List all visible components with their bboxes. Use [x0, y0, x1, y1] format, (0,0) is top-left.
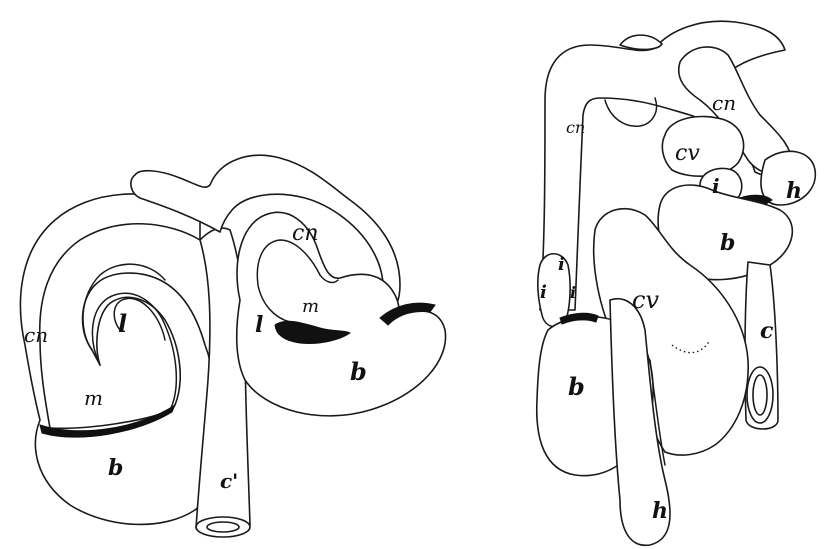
right-label-cv-1: cv: [675, 141, 700, 166]
right-top-bump: [620, 35, 662, 49]
right-label-c: c: [760, 318, 774, 344]
left-label-l-2: l: [255, 312, 263, 338]
left-tube-c-lumen: [207, 522, 239, 532]
left-label-m-2: m: [302, 296, 319, 317]
right-label-b-1: b: [720, 230, 735, 256]
right-label-cn-2: cn: [712, 91, 736, 115]
right-label-i-2: i: [558, 254, 565, 275]
right-label-cn-1: cn: [566, 118, 585, 137]
left-right-coil: [237, 212, 446, 416]
right-label-i-4: i: [570, 283, 576, 302]
left-label-b-2: b: [350, 357, 367, 386]
left-label-cn-2: cn: [292, 221, 319, 246]
right-label-h-1: h: [786, 178, 802, 204]
left-label-cn-1: cn: [24, 323, 48, 347]
right-label-cv-2: cv: [632, 286, 659, 314]
right-label-h-2: h: [652, 498, 668, 524]
left-label-l-1: l: [118, 309, 127, 338]
right-tube-c-lumen: [753, 375, 767, 415]
left-label-b-1: b: [108, 455, 123, 481]
left-label-m-1: m: [84, 386, 103, 410]
right-label-i-3: i: [540, 282, 547, 303]
right-figure: [537, 21, 816, 545]
right-label-b-2: b: [568, 372, 585, 401]
right-label-i-1: i: [712, 174, 720, 198]
left-label-c: c': [220, 469, 238, 493]
